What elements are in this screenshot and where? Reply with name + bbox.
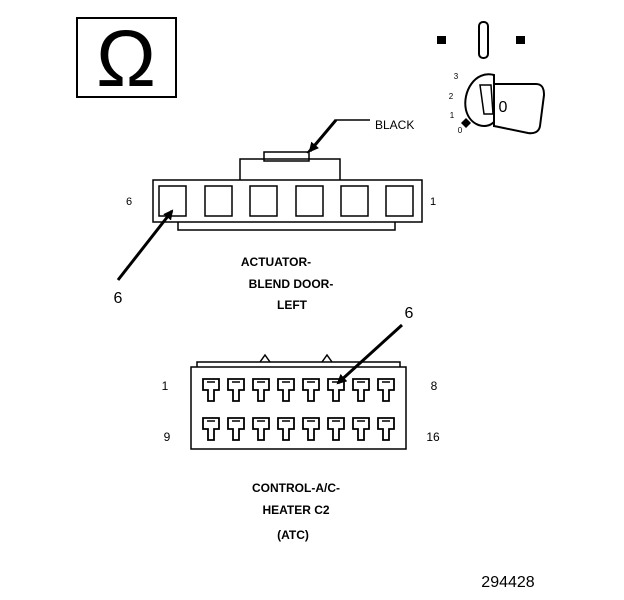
latch-notch [259, 353, 271, 363]
actuator-cavity [204, 185, 233, 217]
control-top-row [202, 378, 395, 402]
actuator-title-line-2: BLEND DOOR- [249, 277, 334, 291]
control-cavity [377, 378, 395, 402]
control-cavity [352, 378, 370, 402]
control-cavity [277, 378, 295, 402]
control-body [190, 366, 407, 450]
actuator-title-line-3: LEFT [277, 298, 308, 312]
control-cavity [277, 417, 295, 441]
control-cavity [302, 378, 320, 402]
key-slot [478, 21, 489, 59]
key-position-3: 3 [454, 72, 459, 81]
key-position-2: 2 [449, 92, 454, 101]
control-callout-arrow [336, 323, 404, 385]
actuator-callout-number: 6 [114, 290, 123, 307]
control-title-line-2: HEATER C2 [262, 503, 329, 517]
control-cavity [327, 417, 345, 441]
actuator-connector: BLACK 6 1 6 ACTUATOR- BLEND DOOR- LEFT [114, 118, 437, 312]
key-position-1: 1 [450, 111, 455, 120]
control-cavity [227, 378, 245, 402]
actuator-callout-arrow [116, 209, 174, 281]
black-wire-arrow [308, 119, 338, 153]
key-position-0: 0 [458, 126, 463, 135]
control-callout-number: 6 [405, 305, 414, 322]
control-title-line-1: CONTROL-A/C- [252, 481, 340, 495]
actuator-cavity [295, 185, 324, 217]
control-connector: 1 8 9 16 6 CONTROL-A/C- HEATER C2 (ATC) [162, 305, 440, 542]
switch-contact-right [516, 36, 525, 44]
control-pin-1-label: 1 [162, 379, 169, 393]
latch-notch [321, 353, 333, 363]
ignition-key-icon: 0 3 2 1 0 [437, 21, 546, 135]
control-cavity [252, 378, 270, 402]
switch-contact-left [437, 36, 446, 44]
control-bottom-row [202, 417, 395, 441]
control-cavity [202, 417, 220, 441]
control-cavity [377, 417, 395, 441]
control-cavity [202, 378, 220, 402]
control-pin-8-label: 8 [431, 379, 438, 393]
control-pin-9-label: 9 [164, 430, 171, 444]
actuator-cavity [385, 185, 414, 217]
control-cavity [227, 417, 245, 441]
key-position-current: 0 [499, 99, 508, 116]
control-cavity [352, 417, 370, 441]
ohmmeter-symbol-box: Ω [76, 14, 177, 103]
actuator-cavity [340, 185, 369, 217]
actuator-body [152, 179, 423, 223]
wire-color-label: BLACK [375, 118, 414, 132]
actuator-title-line-1: ACTUATOR- [241, 255, 311, 269]
figure-number: 294428 [481, 574, 534, 591]
actuator-cavity [249, 185, 278, 217]
control-cavity [302, 417, 320, 441]
control-pin-16-label: 16 [426, 430, 440, 444]
locking-tab [263, 151, 310, 162]
key-position-marker [461, 118, 471, 128]
control-title-line-3: (ATC) [277, 528, 309, 542]
actuator-pin-6-label: 6 [126, 196, 132, 208]
actuator-pin-1-label: 1 [430, 196, 436, 208]
ohm-icon: Ω [96, 14, 156, 103]
control-cavity [252, 417, 270, 441]
